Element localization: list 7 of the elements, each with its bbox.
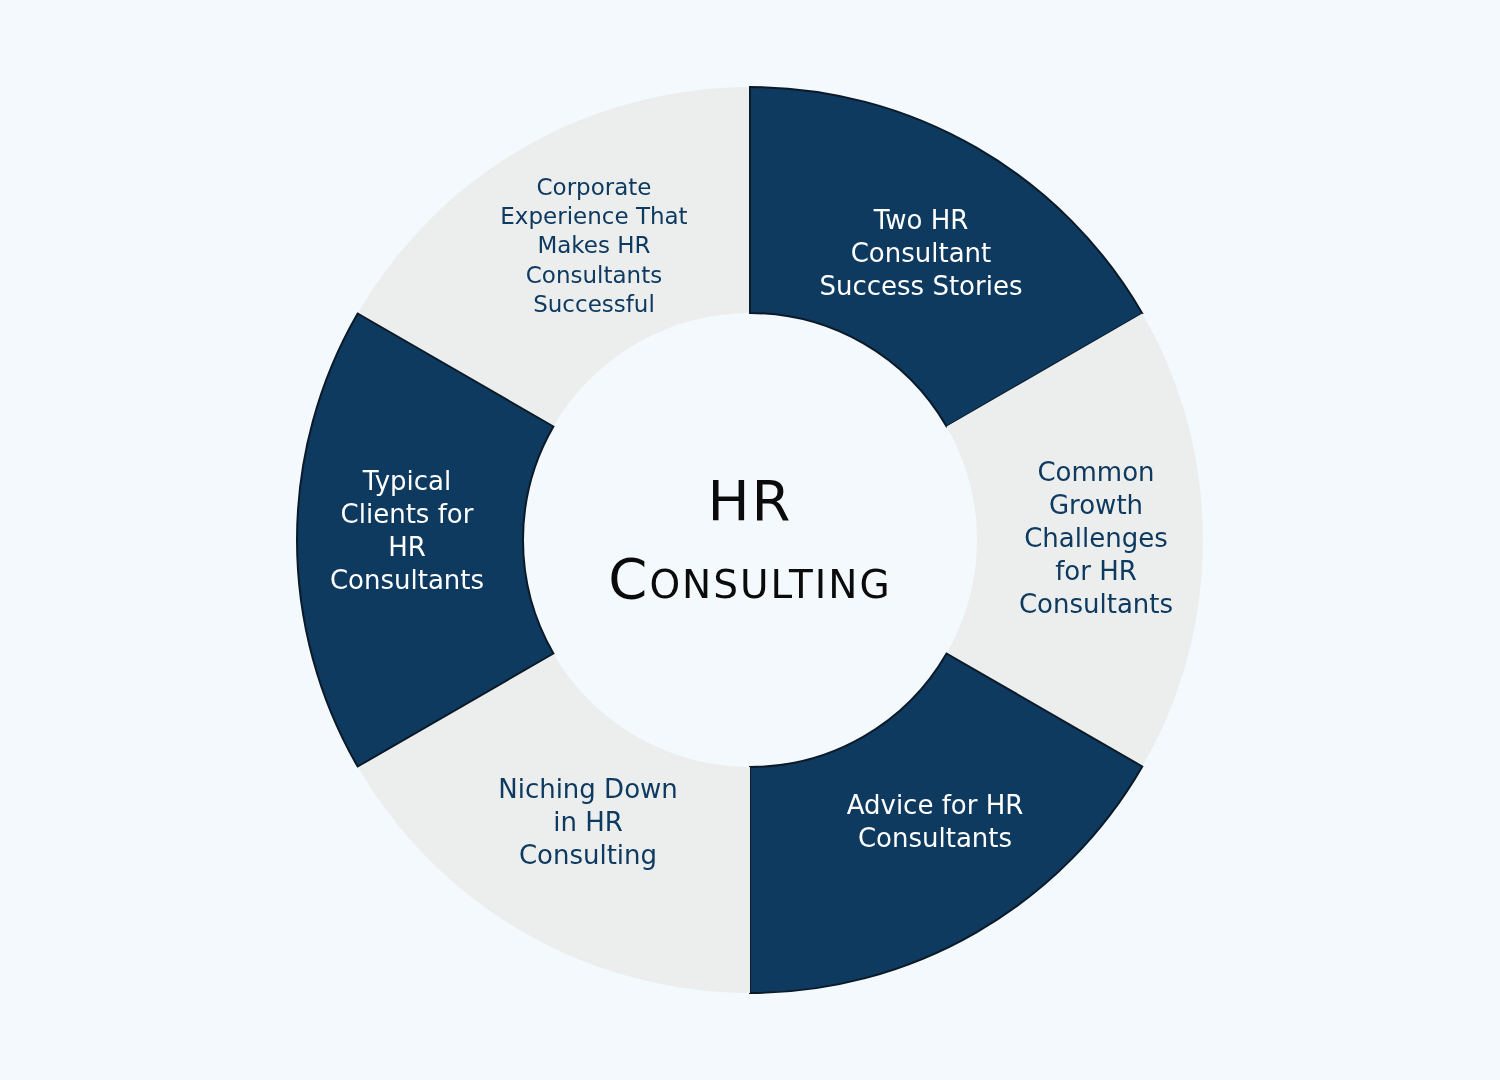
segment-label: Typical Clients for HR Consultants <box>328 464 486 597</box>
segment-label: Common Growth Challenges for HR Consultants <box>1017 456 1175 622</box>
segment-label: Two HR Consultant Success Stories <box>818 204 1024 304</box>
center-title: HR Consulting <box>607 466 893 613</box>
segment-label: Niching Down in HR Consulting <box>497 773 679 873</box>
segment-label: Corporate Experience That Makes HR Consultants Successful <box>499 173 689 319</box>
segment-label: Advice for HR Consultants <box>845 789 1025 855</box>
